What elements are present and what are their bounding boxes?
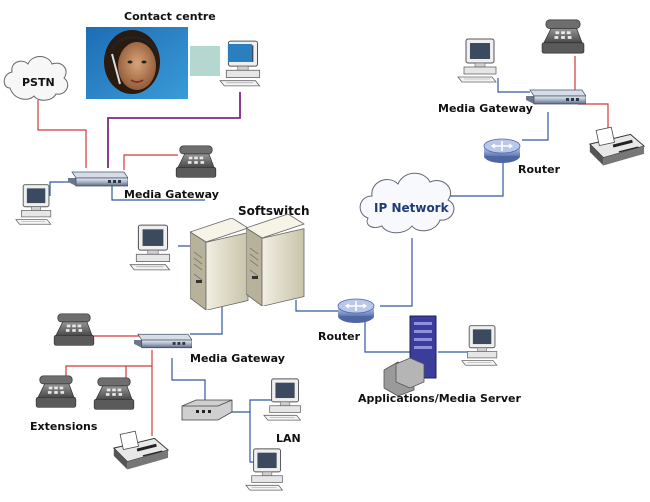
link-router-gateway [522,112,549,141]
phone-icon [53,313,95,346]
link-ipnet-router [440,160,504,197]
lan-label: LAN [276,432,301,445]
contact-centre-label: Contact centre [124,10,216,23]
link-softswitch-router [295,300,338,312]
ip-network-label: IP Network [374,201,450,215]
media-gateway-top: Media Gateway [438,89,586,115]
pstn-label: PSTN [22,76,55,89]
computer-icon [15,184,52,225]
computer-icon [245,448,283,491]
link-contact-gateway [107,92,241,168]
gateway-icon [526,89,586,105]
contact-centre: Contact centre [86,10,261,99]
router-icon [337,298,375,324]
app-media-server: Applications/Media Server [358,315,521,405]
softswitch-label: Softswitch [238,204,310,218]
server-tower-icon [246,214,305,306]
router-right-label: Router [518,163,561,176]
router-mid-label: Router [318,330,361,343]
app-server-label: Applications/Media Server [358,392,521,405]
link-router-ipnet [380,238,413,307]
lan-hub [181,399,233,421]
media-gateway-bottom: Media Gateway [134,333,285,365]
server-tower-icon [190,218,249,310]
extensions-label: Extensions [30,420,98,433]
link-pstn-gateway [37,100,87,168]
link-gateway-fax-right [578,103,609,136]
gateway-icon [68,171,128,187]
link-gateway-pc-right [497,78,530,93]
fax-icon [588,126,646,167]
link-gateway-ext1 [91,335,140,342]
media-gateway-left-label: Media Gateway [124,188,219,201]
computer-icon [461,325,498,366]
link-hub-pc1 [230,399,272,413]
link-gateway-softswitch [111,186,205,201]
pstn-cloud: PSTN [3,56,69,101]
phone-icon [175,145,217,178]
link-router-server [364,318,410,353]
link-softswitch-gateway [190,300,223,335]
phone-icon [541,19,585,54]
media-gateway-bottom-label: Media Gateway [190,352,285,365]
router-icon [483,138,521,164]
phone-icon [93,377,135,410]
ip-network-cloud: IP Network [359,172,455,234]
link-gateway-hub [171,358,206,400]
computer-icon [457,38,497,83]
gateway-icon [134,333,192,349]
link-gateway-phone [123,154,178,170]
fax-icon [112,430,170,471]
computer-icon [129,224,171,271]
link-gateway-pc [49,181,70,196]
media-gateway-top-label: Media Gateway [438,102,533,115]
media-gateway-left: Media Gateway [68,171,219,201]
softswitch: Softswitch [190,204,310,310]
phone-icon [35,375,77,408]
